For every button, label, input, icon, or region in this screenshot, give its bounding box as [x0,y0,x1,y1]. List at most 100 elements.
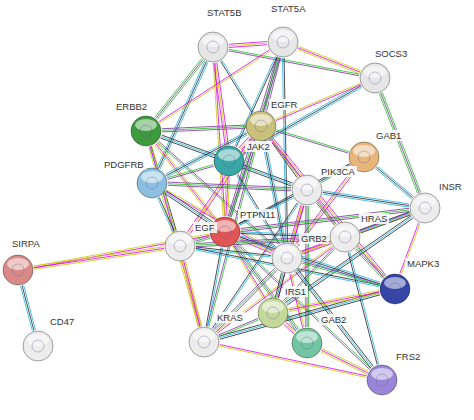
evidence-line [270,139,297,177]
node-disc [292,175,322,205]
evidence-line [167,135,248,177]
node-label: GAB1 [374,130,403,141]
structure-icon [339,231,351,243]
node-circle [257,297,289,329]
evidence-line [377,166,413,196]
interaction-edge [355,247,385,278]
evidence-line [158,141,275,247]
evidence-line [323,194,409,207]
node-circle [164,230,196,262]
node-disc [268,27,298,57]
node-label: CD47 [48,316,76,327]
node-label: PIK3CA [319,166,357,177]
evidence-line [229,49,360,74]
node-disc [330,222,360,252]
protein-node: EGF [164,230,196,262]
interaction-edge [302,262,380,286]
structure-icon [301,337,313,349]
structure-icon [198,336,210,348]
structure-icon [389,283,401,295]
structure-icon [32,340,44,352]
node-label: IRS1 [283,286,308,297]
evidence-line [277,130,349,152]
node-label: JAK2 [245,141,272,152]
structure-icon [301,184,313,196]
evidence-line [321,350,367,373]
interaction-edge [221,60,254,112]
structure-icon [146,177,158,189]
structure-icon [358,151,370,163]
node-circle [22,330,54,362]
node-label: SIRPA [10,238,42,249]
node-circle [329,221,361,253]
interaction-edge [182,261,201,327]
evidence-line [34,250,164,269]
protein-node: PIK3CA [291,174,323,206]
structure-icon [219,226,231,238]
node-label: EGF [193,222,217,233]
structure-icon [174,240,186,252]
protein-node: STAT5A [267,26,299,58]
structure-icon [267,307,279,319]
evidence-line [323,192,409,205]
evidence-line [196,247,271,255]
interaction-edge [224,177,229,216]
evidence-line [242,85,360,152]
node-circle [291,174,323,206]
protein-node: GAB2 [291,327,323,359]
node-disc [198,32,228,62]
evidence-line [221,61,252,113]
node-label: PTPN11 [238,209,277,220]
evidence-line [24,285,36,330]
evidence-line [164,193,210,224]
interaction-edge [164,191,212,225]
structure-icon [223,155,235,167]
node-disc [165,231,195,261]
interaction-edge [348,252,379,364]
evidence-line [284,325,294,334]
evidence-line [355,250,383,279]
protein-node: FRS2 [366,364,398,396]
interaction-edge [379,92,421,193]
protein-node: SOCS3 [359,62,391,94]
node-disc [3,255,33,285]
node-label: EGFR [269,99,299,110]
evidence-line [243,86,361,153]
node-disc [410,193,440,223]
node-circle [130,115,162,147]
evidence-line [21,286,33,331]
evidence-line [34,248,164,267]
evidence-line [298,48,360,72]
node-label: INSR [437,181,464,192]
node-circle [409,192,441,224]
evidence-line [228,57,277,216]
evidence-line [276,131,348,153]
node-circle [188,326,220,358]
structure-icon [255,120,267,132]
evidence-line [229,45,267,48]
node-circle [136,167,168,199]
evidence-line [297,49,359,73]
node-disc [189,327,219,357]
node-circle [197,31,229,63]
evidence-line [240,237,380,284]
protein-node: STAT5B [197,31,229,63]
node-circle [379,273,411,305]
evidence-line [185,261,201,326]
node-circle [267,26,299,58]
node-disc [380,274,410,304]
evidence-line [359,212,409,230]
evidence-line [298,46,360,70]
evidence-line [303,262,380,284]
interaction-edge [276,130,349,153]
evidence-line [224,177,226,216]
evidence-line [376,167,412,197]
protein-node: EGFR [245,110,277,142]
evidence-line [217,63,229,145]
node-label: SOCS3 [373,48,409,59]
evidence-line [321,352,367,375]
interaction-edge [21,285,36,331]
evidence-line [286,322,296,331]
evidence-line [157,61,204,120]
structure-icon [281,252,293,264]
